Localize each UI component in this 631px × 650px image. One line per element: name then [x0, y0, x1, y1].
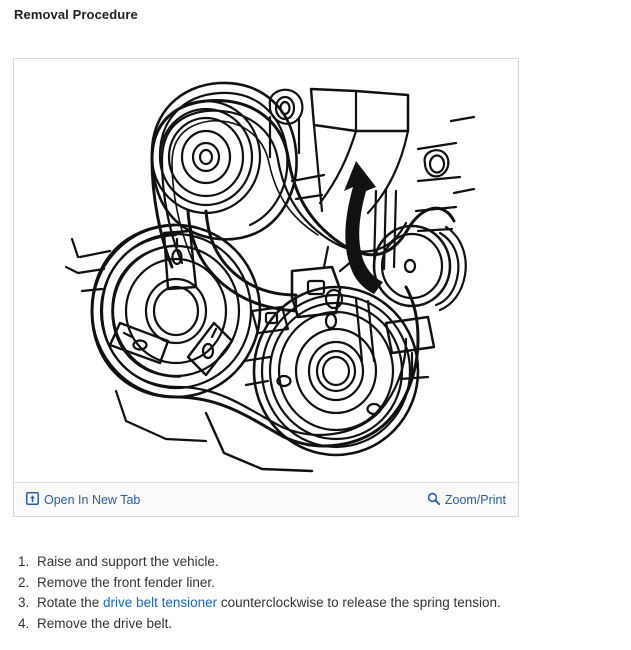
step-number: 4.	[18, 615, 30, 631]
step-text-after: counterclockwise to release the spring t…	[217, 595, 501, 610]
list-item: 2. Remove the front fender liner.	[18, 573, 501, 594]
zoom-print-label: Zoom/Print	[444, 492, 506, 507]
figure-image-viewport[interactable]	[14, 59, 518, 483]
step-number: 2.	[18, 574, 30, 590]
procedure-steps-list: 1. Raise and support the vehicle. 2. Remov…	[18, 552, 501, 634]
step-text-before: Rotate the	[37, 595, 104, 610]
list-item: 1. Raise and support the vehicle.	[18, 552, 501, 573]
figure-card: Open In New Tab Zoom/Print	[13, 58, 519, 517]
open-in-new-tab-icon	[26, 491, 39, 508]
figure-toolbar: Open In New Tab Zoom/Print	[14, 482, 518, 516]
page-title: Removal Procedure	[14, 7, 138, 22]
drive-belt-tensioner-link[interactable]: drive belt tensioner	[103, 595, 218, 610]
step-number: 1.	[18, 554, 30, 569]
step-number: 3.	[18, 595, 30, 610]
list-item: 3. Rotate the drive belt tensioner counte…	[18, 593, 501, 614]
drive-belt-routing-diagram	[56, 61, 476, 481]
open-in-new-tab-label: Open In New Tab	[44, 492, 141, 507]
zoom-print-button[interactable]: Zoom/Print	[427, 492, 506, 508]
list-item: 4. Remove the drive belt.	[18, 614, 501, 635]
step-text-before: Raise and support the vehicle.	[37, 554, 219, 569]
magnifier-icon	[427, 492, 440, 508]
step-text-before: Remove the front fender liner.	[37, 574, 215, 590]
open-in-new-tab-button[interactable]: Open In New Tab	[26, 491, 141, 508]
step-text-before: Remove the drive belt.	[37, 615, 173, 631]
rotation-arrow	[344, 161, 383, 294]
